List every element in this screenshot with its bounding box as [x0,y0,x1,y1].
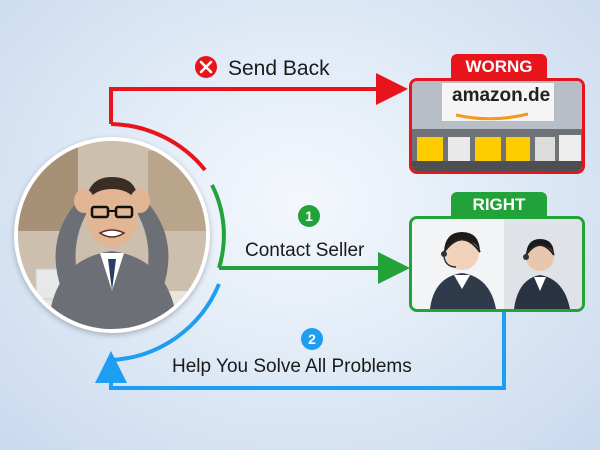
customer-support-image [409,216,585,312]
right-tag: RIGHT [451,192,547,218]
svg-text:2: 2 [308,331,316,347]
svg-text:1: 1 [305,208,313,224]
send-back-label: Send Back [228,57,330,80]
help-label: Help You Solve All Problems [172,356,412,377]
warehouse-illustration [412,81,582,171]
support-agents-illustration [412,219,582,309]
help-return-path [95,312,506,390]
help-arc [110,283,221,362]
amazon-logo-text: amazon.de [452,85,551,106]
contact-seller-arc [210,184,226,269]
frustrated-customer-portrait [14,137,210,333]
wrong-tag: WORNG [451,54,547,80]
send-back-arrow [109,73,408,124]
amazon-warehouse-image: amazon.de [409,78,585,174]
contact-seller-label: Contact Seller [245,240,365,261]
step-1-badge: 1 [298,205,320,227]
x-circle-icon [195,56,217,78]
step-2-badge: 2 [301,328,323,350]
frustrated-man-illustration [18,141,206,329]
send-back-arc [110,122,207,172]
